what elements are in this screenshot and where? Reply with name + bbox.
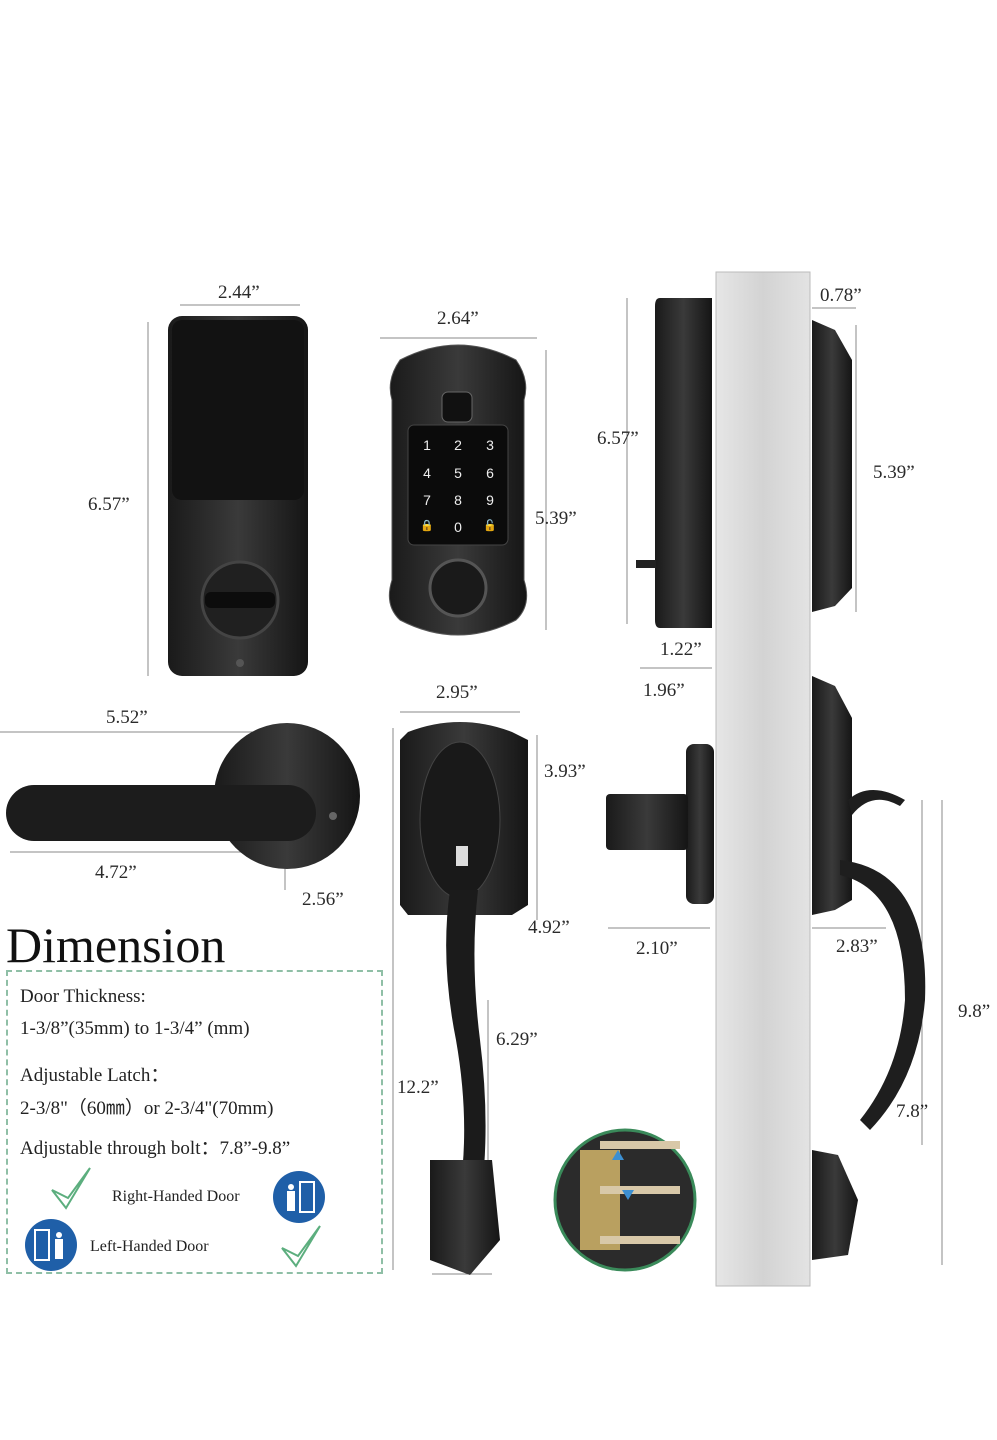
left-handed-door-icon — [25, 1219, 77, 1271]
keypad-key: 8 — [454, 492, 462, 508]
keypad-key: 1 — [423, 437, 431, 453]
dim-label: 7.8” — [896, 1101, 929, 1122]
keypad-key: 5 — [454, 465, 462, 481]
check-icon — [281, 1225, 321, 1268]
keypad-key: 9 — [486, 492, 494, 508]
dim-label: 5.52” — [106, 707, 148, 728]
bolt-label: Adjustable through bolt：7.8”-9.8” — [20, 1138, 291, 1159]
latch-value: 2-3/8"（60㎜）or 2-3/4"(70mm) — [20, 1098, 274, 1119]
door-thickness-value: 1-3/8”(35mm) to 1-3/4” (mm) — [20, 1018, 250, 1039]
right-handed-label: Right-Handed Door — [112, 1188, 240, 1205]
keypad-key: 7 — [423, 492, 431, 508]
dim-label: 2.83” — [836, 936, 878, 957]
dim-label: 6.29” — [496, 1029, 538, 1050]
dim-label: 2.44” — [218, 282, 260, 303]
dim-label: 0.78” — [820, 285, 862, 306]
dim-label: 5.39” — [535, 508, 577, 529]
keypad-key: 6 — [486, 465, 494, 481]
specs-box: Door Thickness: 1-3/8”(35mm) to 1-3/4” (… — [6, 970, 383, 1274]
dim-label: 1.22” — [660, 639, 702, 660]
door-thickness-label: Door Thickness: — [20, 986, 146, 1007]
keypad-key: 3 — [486, 437, 494, 453]
keypad-key: 4 — [423, 465, 431, 481]
dim-label: 2.56” — [302, 889, 344, 910]
right-handed-door-icon — [273, 1171, 325, 1223]
keypad-lock-icon: 🔒 — [420, 520, 434, 532]
latch-label: Adjustable Latch： — [20, 1065, 170, 1086]
dim-label: 2.10” — [636, 938, 678, 959]
dim-label: 5.39” — [873, 462, 915, 483]
dim-label: 1.96” — [643, 680, 685, 701]
dim-label: 9.8” — [958, 1001, 991, 1022]
dim-label: 4.72” — [95, 862, 137, 883]
latch-arrows — [612, 1150, 634, 1200]
dim-label: 12.2” — [397, 1077, 439, 1098]
dim-label: 2.95” — [436, 682, 478, 703]
keypad-key: 0 — [454, 519, 462, 535]
left-handed-label: Left-Handed Door — [90, 1238, 209, 1255]
dim-label: 3.93” — [544, 761, 586, 782]
keypad-unlock-icon: 🔓 — [483, 520, 497, 532]
dim-label: 6.57” — [88, 494, 130, 515]
dim-label: 4.92” — [528, 917, 570, 938]
page-title: Dimension — [6, 917, 226, 973]
check-icon — [51, 1167, 91, 1210]
keypad-key: 2 — [454, 437, 462, 453]
dim-label: 6.57” — [597, 428, 639, 449]
dim-label: 2.64” — [437, 308, 479, 329]
